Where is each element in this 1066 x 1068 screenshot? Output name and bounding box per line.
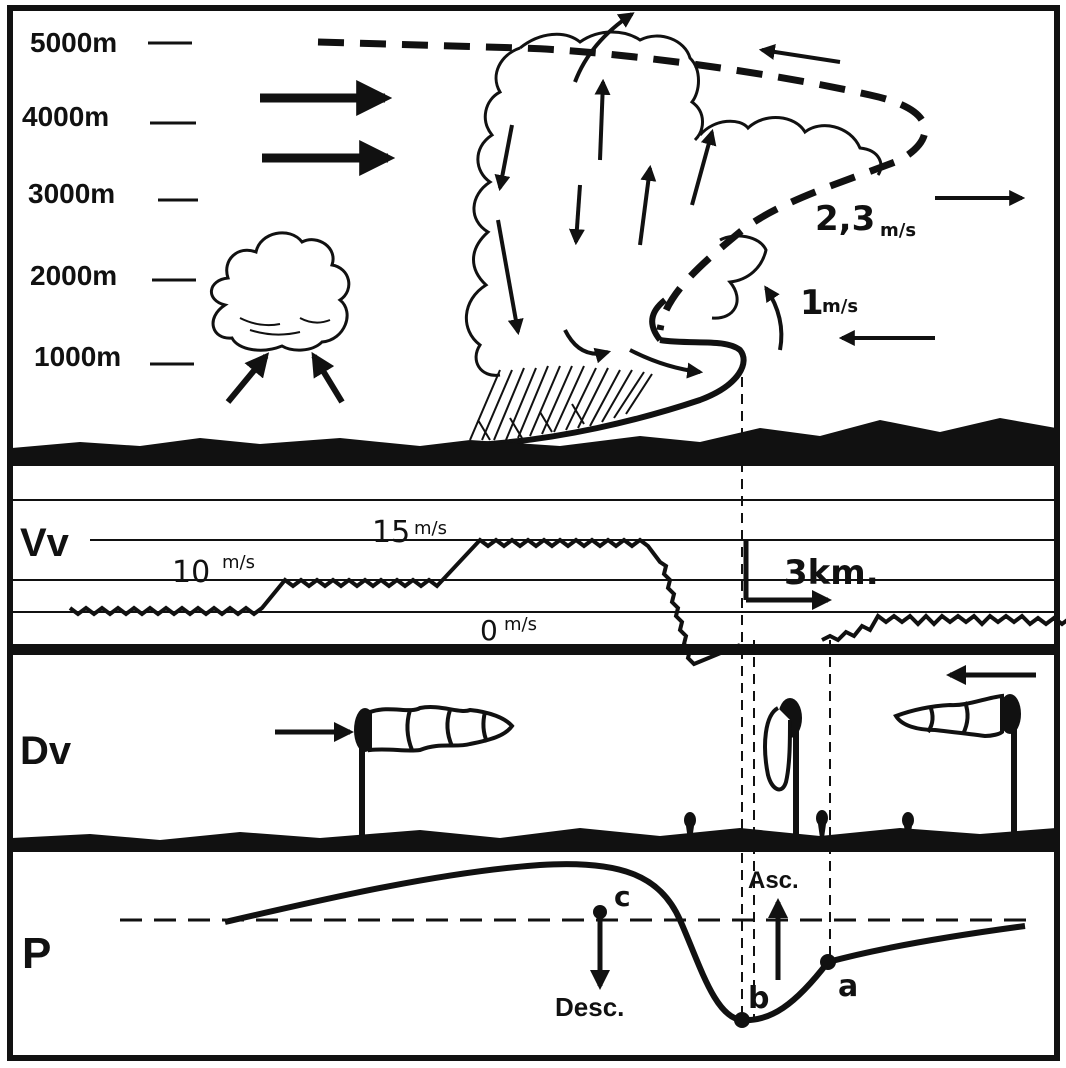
wind-speed-trace-recovery (821, 613, 1066, 643)
downdraft-arrow-icon (563, 329, 612, 364)
bush-icon (684, 812, 696, 840)
outer-frame (7, 5, 1060, 1061)
pressure-panel: P c Desc. b a Asc. (22, 861, 1030, 1028)
downdraft-arrow-icon (568, 184, 585, 246)
cloud-section-panel: 5000m 4000m 3000m 2000m 1000m (12, 12, 1056, 462)
bush-icon (816, 810, 828, 838)
windsock-icon (763, 698, 802, 834)
wind-speed-panel: Vv 10 m/s 15 m/s 0 m/s 3km. (12, 499, 1066, 667)
altitude-label-4000: 4000m (22, 101, 109, 132)
windsock-icon (354, 705, 515, 836)
inflow-rise-arrow-icon (764, 285, 784, 351)
gust-front-curve (474, 337, 747, 448)
cloud-icon (210, 231, 351, 352)
updraft-arrow-icon (638, 164, 657, 246)
speed-0-unit: m/s (504, 614, 537, 635)
pressure-axis-label: P (22, 929, 51, 978)
updraft-arrow-icon (573, 12, 635, 83)
speed-15-label: 15 (372, 515, 410, 550)
panel-divider (12, 645, 1056, 655)
downdraft-arrow-icon (496, 219, 524, 336)
altitude-label-3000: 3000m (28, 178, 115, 209)
updraft-speed-unit: m/s (880, 220, 916, 241)
altitude-label-5000: 5000m (30, 27, 117, 58)
ground-strip (12, 418, 1056, 462)
airflow-dashed-path (317, 38, 929, 331)
panel-divider (12, 460, 1056, 466)
speed-15-unit: m/s (414, 518, 447, 539)
altitude-label-2000: 2000m (30, 260, 117, 291)
speed-10-label: 10 (172, 555, 210, 590)
updraft-arrow-icon (594, 78, 611, 161)
distance-label: 3km. (784, 553, 879, 593)
altitude-label-1000: 1000m (34, 341, 121, 372)
downdraft-arrow-icon (494, 124, 514, 192)
rain-icon (469, 365, 653, 441)
windsock-icon (893, 693, 1021, 834)
inflow-speed-unit: m/s (822, 296, 858, 317)
speed-10-unit: m/s (222, 552, 255, 573)
cloud-shading (239, 317, 331, 336)
wind-speed-trace (68, 537, 741, 667)
inflow-speed-value: 1 (800, 283, 824, 323)
updraft-arrow-icon (690, 128, 717, 206)
wind-direction-panel: Dv (12, 665, 1056, 852)
descent-label: Desc. (555, 992, 624, 1022)
speed-0-label: 0 (480, 614, 498, 647)
wind-speed-axis-label: Vv (20, 521, 70, 565)
return-flow-arrow-icon (758, 44, 841, 64)
point-a-label: a (838, 969, 858, 1004)
updraft-speed-value: 2,3 (815, 199, 875, 239)
wind-direction-axis-label: Dv (20, 729, 72, 773)
ground-strip (12, 828, 1056, 852)
point-c-label: c (614, 880, 631, 913)
pressure-curve (224, 861, 1026, 1024)
cumulonimbus-outline (465, 30, 883, 377)
point-b-label: b (748, 981, 769, 1016)
convergence-arrow-icon (225, 352, 270, 404)
point-a-marker (820, 954, 836, 970)
gust-front-curl (649, 297, 667, 342)
point-b-marker (734, 1012, 750, 1028)
downdraft-arrow-icon (629, 348, 704, 379)
ascent-label: Asc. (748, 867, 799, 894)
convergence-arrow-icon (311, 351, 345, 404)
